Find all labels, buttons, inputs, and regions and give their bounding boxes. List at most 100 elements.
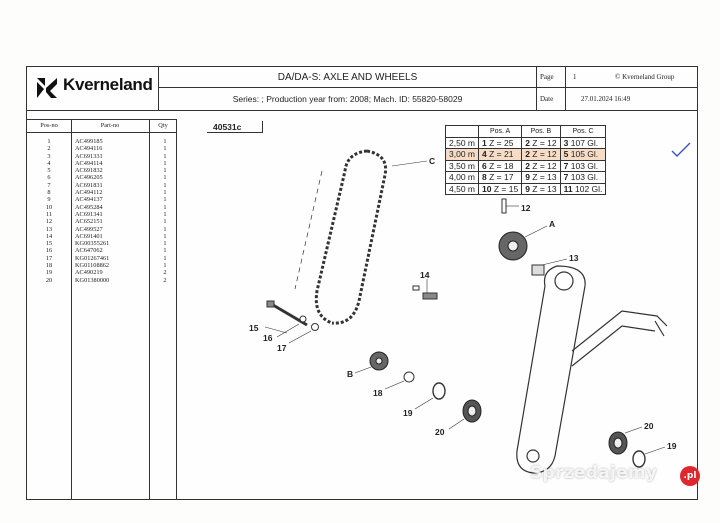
qty-header: Qty <box>158 122 168 129</box>
meta-cell: Page 1 © Kverneland Group Date 27.01.202… <box>537 67 697 110</box>
part-pos: 6 <box>47 174 51 182</box>
part-number: AC691401 <box>75 232 103 240</box>
cell-width: 2,50 m <box>445 136 479 149</box>
pos-a-teeth: Z = 25 <box>489 137 514 148</box>
kverneland-logo-icon <box>37 78 57 98</box>
drawing-ref: 40531c <box>207 121 263 133</box>
part-pos: 16 <box>45 247 53 255</box>
part-pos: 2 <box>47 145 51 153</box>
part-qty: 1 <box>163 254 167 262</box>
row-width: 4,50 m <box>449 183 475 194</box>
sprocket-row: 3,00 m 4 Z = 21 2 Z = 12 5 105 Gl. <box>445 148 607 161</box>
sprocket-row: 3,50 m 6 Z = 18 2 Z = 12 7 103 Gl. <box>445 159 607 172</box>
pos-header: Pos-no <box>40 122 58 129</box>
pos-c-number: 5 <box>563 149 569 160</box>
pos-b-number: 2 <box>525 160 530 171</box>
part-pos: 3 <box>47 152 51 160</box>
pos-c-number: 3 <box>563 137 569 148</box>
part-pos: 11 <box>45 210 53 218</box>
checkmark-icon <box>671 142 691 157</box>
pos-a-number: 4 <box>482 149 487 160</box>
pos-c-links: 103 Gl. <box>570 160 599 171</box>
pos-b-number: 9 <box>525 172 530 183</box>
page-label: Page <box>540 67 566 87</box>
part-number: AC495284 <box>75 203 103 211</box>
part-pos: 13 <box>45 225 53 233</box>
copyright: © Kverneland Group <box>615 73 675 81</box>
brand-name: Kverneland <box>63 75 153 94</box>
cell-pos-c: 11 102 Gl. <box>559 182 607 195</box>
chain-link-14 <box>412 285 438 300</box>
pos-b-teeth: Z = 12 <box>532 137 557 148</box>
pos-c-links: 102 Gl. <box>575 183 603 194</box>
part-qty: 1 <box>163 247 167 255</box>
pos-a-teeth: Z = 15 <box>493 183 519 194</box>
part-header: Part-no <box>100 122 120 129</box>
part-pos: 7 <box>47 181 51 189</box>
part-number: AC652151 <box>75 218 103 226</box>
part-number: AC691341 <box>75 210 103 218</box>
part-pos: 9 <box>47 196 51 204</box>
callout-13: 13 <box>569 253 579 263</box>
callout-17: 17 <box>277 343 287 353</box>
part-pos: 4 <box>47 159 51 167</box>
date-label: Date <box>540 88 566 110</box>
row-width: 3,50 m <box>449 160 475 171</box>
wheel-arm <box>516 265 668 474</box>
parts-list-header: Pos-no Part-no Qty <box>27 120 176 133</box>
cell-pos-a: 1 Z = 25 <box>477 136 523 149</box>
cell-pos-b: 2 Z = 12 <box>521 148 561 161</box>
cell-width: 3,00 m <box>445 148 479 161</box>
cell-pos-c: 5 105 Gl. <box>559 148 607 161</box>
watermark-badge: .pl <box>680 466 700 486</box>
cell-pos-c: 3 107 Gl. <box>559 136 607 149</box>
sprocket-row: 2,50 m 1 Z = 25 2 Z = 12 3 107 Gl. <box>445 136 607 149</box>
pos-a-teeth: Z = 21 <box>489 149 514 160</box>
cell-pos-b: 2 Z = 12 <box>521 136 561 149</box>
callout-15: 15 <box>249 323 259 333</box>
th-width <box>445 125 479 138</box>
cell-pos-a: 10 Z = 15 <box>477 182 523 195</box>
pos-c-number: 7 <box>563 172 569 183</box>
part-number: AC490219 <box>75 269 103 277</box>
part-number: AC499527 <box>75 225 103 233</box>
part-number: KG00355261 <box>75 240 110 248</box>
cell-width: 4,50 m <box>445 182 479 195</box>
pos-c-links: 105 Gl. <box>570 149 599 160</box>
part-number: KG01108862 <box>75 262 110 270</box>
parts-row: 15 KG00355261 1 <box>27 240 176 247</box>
part-pos: 15 <box>45 240 53 248</box>
part-qty: 1 <box>163 240 167 248</box>
pos-c-number: 11 <box>563 183 573 194</box>
row-width: 3,00 m <box>449 149 475 160</box>
pos-a-teeth: Z = 18 <box>489 160 514 171</box>
parts-row: 7 AC691831 1 <box>27 182 176 189</box>
pos-b-teeth: Z = 12 <box>532 160 557 171</box>
part-qty: 1 <box>163 181 167 189</box>
logo-cell: Kverneland <box>27 67 159 110</box>
pos-a-number: 10 <box>482 183 492 194</box>
row-width: 2,50 m <box>449 137 475 148</box>
part-number: AC691331 <box>75 152 103 160</box>
cell-pos-b: 9 Z = 13 <box>521 171 561 184</box>
callout-20-left: 20 <box>435 427 445 437</box>
part-number: AC691831 <box>75 181 103 189</box>
pos-a-teeth: Z = 17 <box>489 172 514 183</box>
pos-c-links: 103 Gl. <box>570 172 599 183</box>
cell-pos-b: 2 Z = 12 <box>521 159 561 172</box>
sprocket-row: 4,50 m 10 Z = 15 9 Z = 13 11 102 Gl. <box>445 182 607 195</box>
part-number: KG01267461 <box>75 254 110 262</box>
pos-c-number: 7 <box>563 160 569 171</box>
callout-19-right: 19 <box>667 441 677 451</box>
